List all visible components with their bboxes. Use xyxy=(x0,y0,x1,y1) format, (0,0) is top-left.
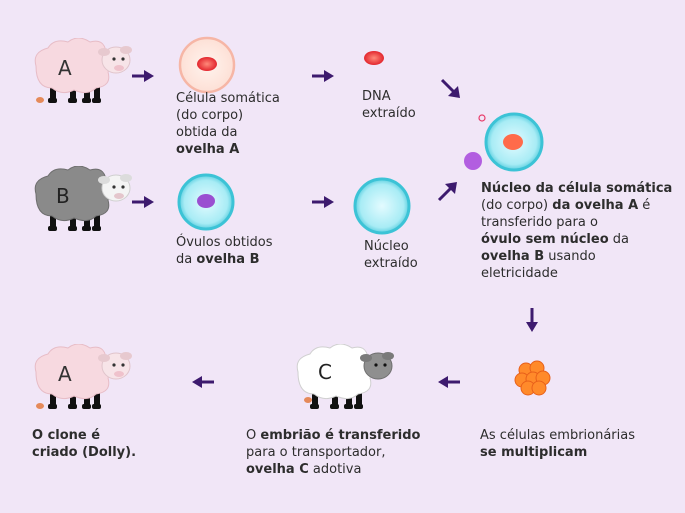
ovum-caption: Óvulos obtidos da ovelha B xyxy=(176,234,306,268)
caption-bold: ovelha B xyxy=(481,249,545,264)
arrow-9 xyxy=(192,376,214,388)
arrow-2 xyxy=(312,70,334,82)
caption-bold: Núcleo da célula somática xyxy=(481,181,673,196)
sheep-a-clone: A xyxy=(28,344,138,414)
sheep-c-letter: C xyxy=(318,360,332,384)
sheep-b-letter: B xyxy=(56,184,70,208)
embryo-cluster xyxy=(512,358,552,398)
arrow-4 xyxy=(132,196,154,208)
arrow-1 xyxy=(132,70,154,82)
caption-text: adotiva xyxy=(308,462,362,477)
caption-bold: embrião é transferido xyxy=(260,428,421,443)
caption-bold: se multiplicam xyxy=(480,445,588,460)
sheep-a-top-letter: A xyxy=(58,56,72,80)
caption-line: Óvulos obtidos xyxy=(176,235,273,250)
arrow-8 xyxy=(438,376,460,388)
caption-bold: ovelha B xyxy=(196,252,260,267)
embryo-caption: O embrião é transferido para o transport… xyxy=(246,427,456,478)
transfer-cell xyxy=(460,112,550,176)
sheep-b: B xyxy=(28,166,138,236)
arrow-5 xyxy=(312,196,334,208)
caption-line: As células embrionárias xyxy=(480,428,636,443)
caption-bold: óvulo sem núcleo xyxy=(481,232,609,247)
sheep-c: C xyxy=(290,344,400,414)
sheep-a-clone-letter: A xyxy=(58,362,72,386)
caption-line: para o transportador, xyxy=(246,445,386,460)
caption-bold: ovelha A xyxy=(176,142,240,157)
caption-text: da xyxy=(176,252,197,267)
caption-line: Núcleo xyxy=(364,239,409,254)
caption-text: da xyxy=(608,232,629,247)
caption-bold: ovelha C xyxy=(246,462,309,477)
somatic-cell-caption: Célula somática (do corpo) obtida da ove… xyxy=(176,90,306,158)
caption-bold: da ovelha A xyxy=(552,198,639,213)
transfer-caption: Núcleo da célula somática (do corpo) da … xyxy=(481,180,681,282)
caption-line: transferido para o xyxy=(481,215,598,230)
caption-line: Célula somática xyxy=(176,91,280,106)
ovum-cell xyxy=(176,172,236,232)
somatic-cell xyxy=(178,36,236,94)
caption-text: é xyxy=(638,198,651,213)
caption-line: eletricidade xyxy=(481,266,558,281)
caption-line: (do corpo) xyxy=(176,108,244,123)
arrow-7 xyxy=(526,308,538,332)
arrow-6 xyxy=(437,182,457,202)
enucleated-ovum xyxy=(352,176,412,236)
caption-line: obtida da xyxy=(176,125,238,140)
caption-bold: O clone é xyxy=(32,428,101,443)
caption-line: extraído xyxy=(364,256,418,271)
nucleus-caption: Núcleo extraído xyxy=(364,238,444,272)
sheep-a-top: A xyxy=(28,38,138,108)
dna-dot xyxy=(363,50,385,66)
caption-line: extraído xyxy=(362,106,416,121)
caption-text: (do corpo) xyxy=(481,198,553,213)
clone-caption: O clone é criado (Dolly). xyxy=(32,427,192,461)
caption-text: usando xyxy=(544,249,596,264)
arrow-3 xyxy=(440,78,460,98)
caption-bold: criado (Dolly). xyxy=(32,445,137,460)
caption-line: DNA xyxy=(362,89,391,104)
dna-caption: DNA extraído xyxy=(362,88,442,122)
multiply-caption: As células embrionárias se multiplicam xyxy=(480,427,680,461)
caption-text: O xyxy=(246,428,261,443)
